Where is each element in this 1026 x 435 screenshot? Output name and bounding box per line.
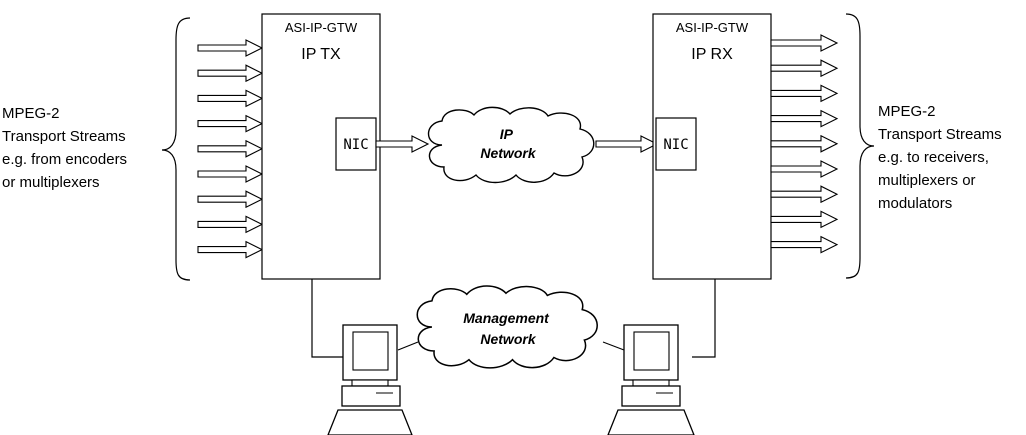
right-computer-icon <box>602 324 695 435</box>
rx-device-title: IP RX <box>691 46 733 63</box>
right-streams-label: MPEG-2 Transport Streams e.g. to receive… <box>878 103 1006 212</box>
right-brace <box>845 13 875 279</box>
input-stream-arrow <box>197 165 264 183</box>
output-stream-arrow <box>770 160 839 178</box>
output-stream-arrow <box>770 84 839 103</box>
input-stream-arrow <box>197 39 264 57</box>
tx-nic-box <box>335 117 377 171</box>
output-stream-arrows <box>770 34 839 254</box>
management-network-label: Management Network <box>463 310 552 347</box>
input-stream-arrows <box>197 39 264 259</box>
rx-management-link <box>692 279 716 358</box>
input-stream-arrow <box>197 139 264 158</box>
output-stream-arrow <box>770 59 839 78</box>
management-network-cloud: Management Network <box>416 285 598 369</box>
left-computer-icon <box>327 324 419 435</box>
output-stream-arrow <box>770 134 839 153</box>
input-stream-arrow <box>197 64 264 83</box>
left-brace <box>161 17 191 281</box>
input-stream-arrow <box>197 190 264 209</box>
tx-management-link <box>311 279 343 358</box>
input-stream-arrow <box>197 89 264 108</box>
output-stream-arrow <box>770 34 839 52</box>
ip-network-cloud: IP Network <box>427 106 595 184</box>
input-stream-arrow <box>197 114 264 133</box>
tx-device-model: ASI-IP-GTW <box>285 20 358 35</box>
tx-device-title: IP TX <box>301 46 341 63</box>
network-to-rx-arrow <box>595 135 659 153</box>
rx-device-model: ASI-IP-GTW <box>676 20 749 35</box>
tx-nic-label: NIC <box>343 137 368 153</box>
tx-to-network-arrow <box>375 135 430 153</box>
output-stream-arrow <box>770 109 839 128</box>
input-stream-arrow <box>197 240 264 259</box>
left-streams-label: MPEG-2 Transport Streams e.g. from encod… <box>2 105 131 191</box>
rx-nic-box <box>655 117 697 171</box>
output-stream-arrow <box>770 185 839 204</box>
rx-nic-label: NIC <box>663 137 688 153</box>
input-stream-arrow <box>197 215 264 234</box>
output-stream-arrow <box>770 210 839 229</box>
ip-network-label: IP Network <box>480 126 536 161</box>
output-stream-arrow <box>770 235 839 254</box>
